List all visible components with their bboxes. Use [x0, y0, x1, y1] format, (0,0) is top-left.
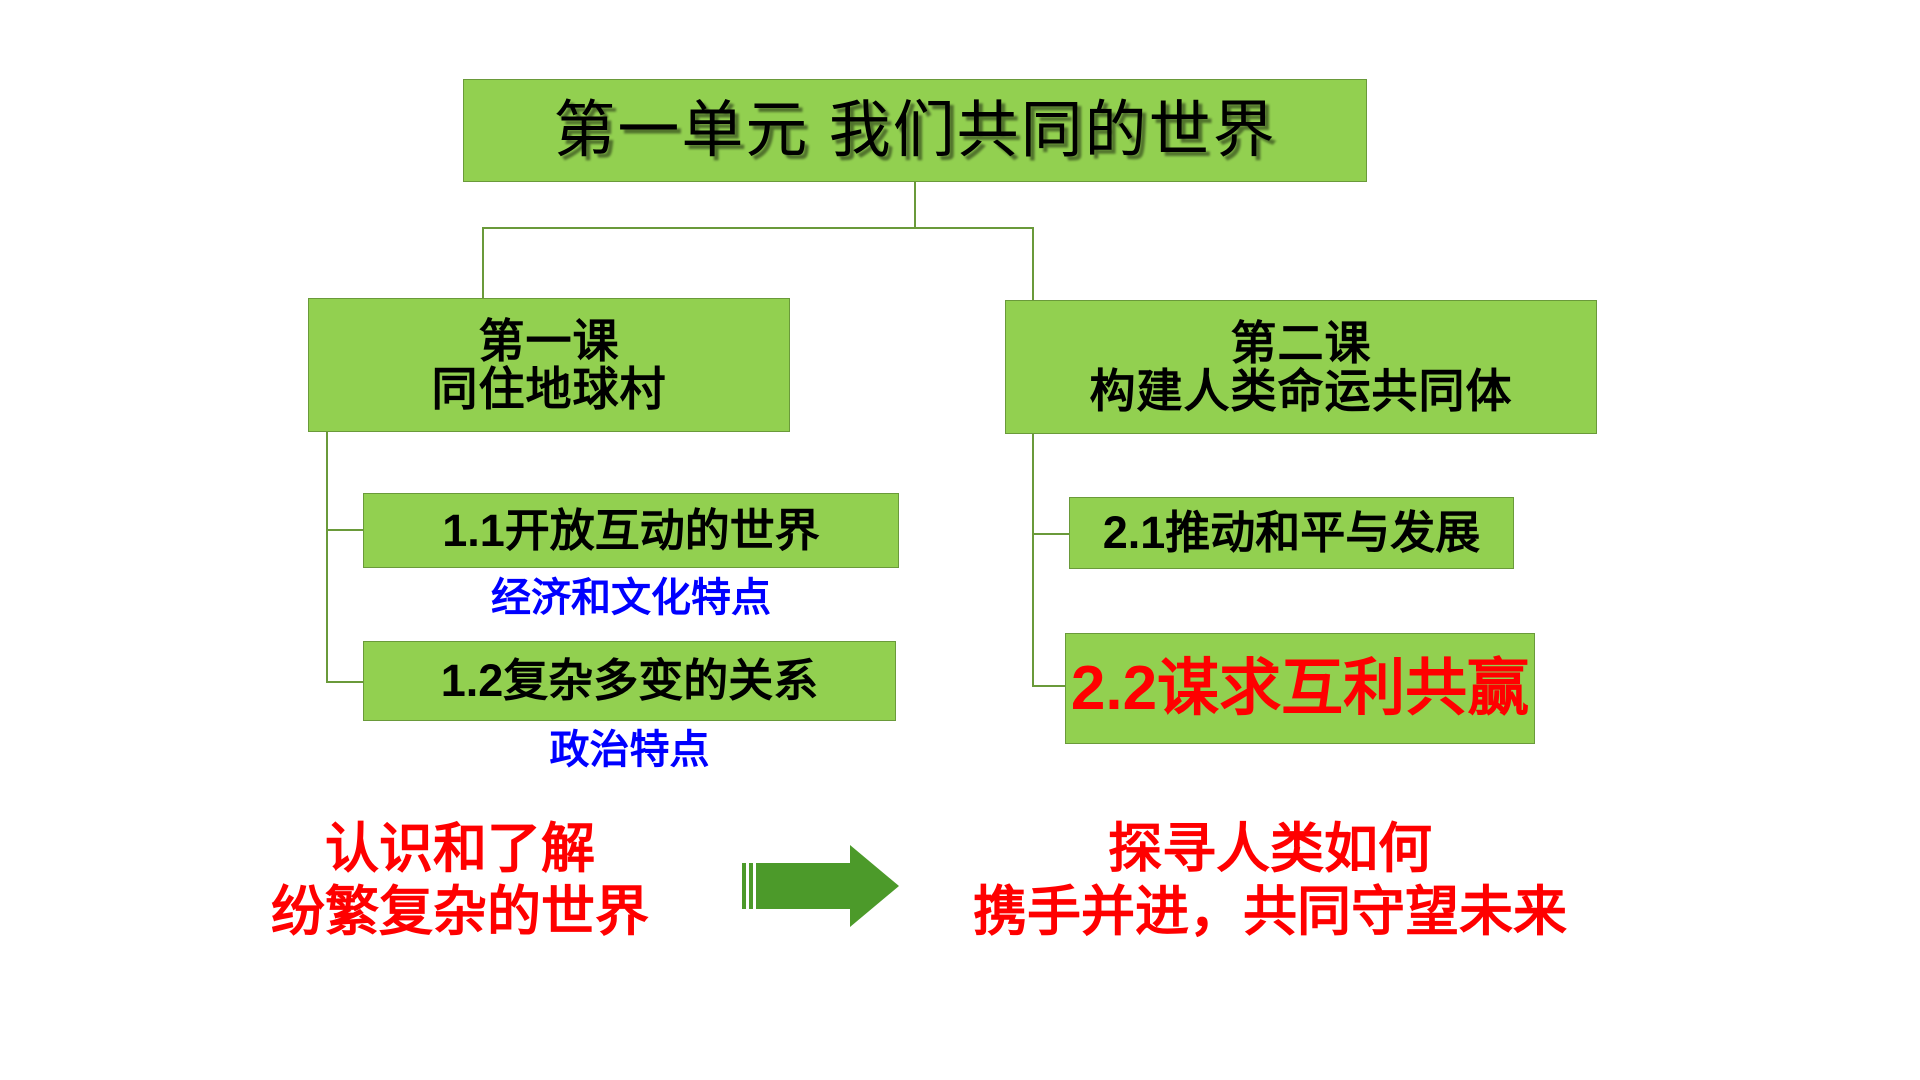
subtopic-1-1-note: 经济和文化特点 [491, 576, 771, 620]
subtopic-2-2-box: 2.2谋求互利共赢 [1065, 633, 1535, 744]
connector-lesson-1-spine [326, 432, 328, 683]
lesson-2-name: 第二课 [1230, 316, 1372, 369]
connector-lesson-1-branch-2 [326, 681, 364, 683]
subtopic-1-2-box: 1.2复杂多变的关系 [363, 641, 896, 721]
summary-left-line-1: 认识和了解 [325, 819, 595, 879]
summary-left-caption: 认识和了解 纷繁复杂的世界 [200, 818, 720, 943]
connector-lesson-2-branch-1 [1032, 533, 1070, 535]
connector-lesson-2-spine [1032, 434, 1034, 687]
connector-to-lesson-1 [482, 227, 484, 298]
lesson-1-subtitle: 同住地球村 [431, 363, 667, 415]
connector-lesson-1-branch-1 [326, 529, 364, 531]
right-arrow-icon [742, 843, 902, 929]
subtopic-1-1-box: 1.1开放互动的世界 [363, 493, 899, 568]
connector-title-crossbar [482, 227, 1034, 229]
subtopic-2-1-box: 2.1推动和平与发展 [1069, 497, 1514, 569]
subtopic-1-2-note: 政治特点 [549, 728, 710, 772]
connector-lesson-2-branch-2 [1032, 685, 1066, 687]
connector-title-stem [914, 182, 916, 228]
lesson-1-name: 第一课 [478, 314, 620, 367]
summary-right-line-2: 携手并进，共同守望未来 [973, 881, 1567, 942]
lesson-1-box: 第一课 同住地球村 [308, 298, 790, 432]
lesson-2-subtitle: 构建人类命运共同体 [1089, 365, 1513, 417]
summary-right-line-1: 探寻人类如何 [1108, 819, 1432, 879]
summary-right-caption: 探寻人类如何 携手并进，共同守望未来 [930, 818, 1610, 943]
connector-to-lesson-2 [1032, 227, 1034, 300]
lesson-2-box: 第二课 构建人类命运共同体 [1005, 300, 1597, 434]
unit-title-box: 第一单元 我们共同的世界 [463, 79, 1367, 182]
summary-left-line-2: 纷繁复杂的世界 [271, 881, 649, 942]
